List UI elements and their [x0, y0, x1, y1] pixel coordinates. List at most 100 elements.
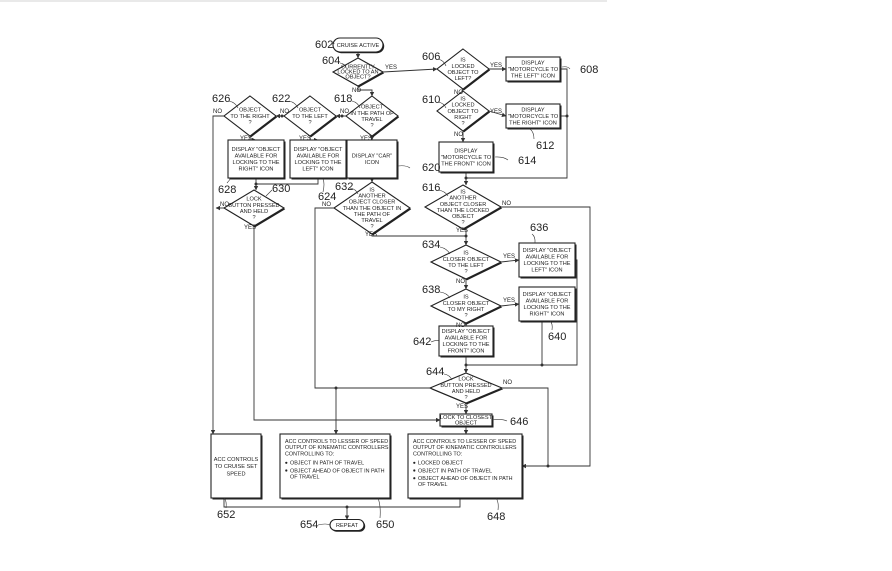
ref-numeral-606: 606 [422, 51, 440, 63]
edge-label-yes: YES [365, 232, 377, 238]
node-text-line: THE FRONT" ICON [441, 161, 491, 167]
ref-leader [397, 165, 411, 169]
ref-leader [339, 62, 347, 69]
node-text-line: THAN THE OBJECT IN [343, 206, 402, 212]
ref-leader [549, 320, 553, 331]
bullet-text: OBJECT IN PATH OF TRAVEL [418, 468, 492, 474]
ref-leader [351, 100, 361, 109]
node-text-line: TRAVEL [361, 117, 382, 123]
node-text-line: OBJECT TO [447, 109, 479, 115]
bullet-text: OBJECT AHEAD OF OBJECT IN PATH [418, 476, 513, 482]
node-text-line: IS [463, 251, 469, 257]
ref-leader [317, 523, 331, 526]
node-text-line: ? [464, 269, 467, 275]
connector [371, 234, 466, 237]
ref-numeral-622: 622 [272, 93, 290, 105]
node-text-line: LOCK TO CLOSEST [440, 415, 493, 421]
node-text-line: SPEED [227, 471, 246, 477]
terminal-pill [332, 37, 384, 53]
process-box [505, 56, 561, 82]
edge-label-no: NO [340, 109, 349, 115]
edge-label-no: NO [503, 380, 512, 386]
node-text-line: AVAILABLE FOR [526, 299, 569, 305]
decision-diamond [436, 90, 490, 132]
ref-numeral-624: 624 [318, 191, 336, 203]
node-text-line: OBJECT [299, 108, 322, 114]
ref-leader [322, 178, 325, 193]
connector [500, 302, 520, 307]
ref-leader [439, 291, 451, 299]
ref-numeral-602: 602 [315, 39, 333, 51]
edge-label-yes: YES [385, 65, 397, 71]
bullet-text: OF TRAVEL [290, 475, 319, 481]
node-text-line: OBJECT? [345, 75, 370, 81]
node-text-line: LOCKING TO THE [443, 342, 490, 348]
node-text-line: AVAILABLE FOR [235, 154, 278, 160]
junction-dot [334, 386, 338, 390]
ref-numeral-638: 638 [422, 284, 440, 296]
junction-dot [464, 363, 468, 367]
node-text-line: LEFT? [455, 76, 472, 82]
edge-label-yes: YES [360, 136, 372, 142]
node-text-line: BUTTON PRESSED [228, 203, 279, 209]
bullet-text: LOCKED OBJECT [418, 461, 464, 467]
node-text-line: REPEAT [336, 523, 359, 529]
node-text-line: DISPLAY "OBJECT [294, 147, 343, 153]
ref-numeral-650: 650 [376, 519, 394, 531]
node-text-line: RIGHT" ICON [239, 167, 274, 173]
node-text-line: DISPLAY "OBJECT [523, 248, 572, 254]
node-text-line: ? [370, 224, 373, 230]
node-text-line: AND HELD [452, 389, 480, 395]
edge-label-yes: YES [503, 254, 515, 260]
node-text-line: AND HELD [240, 209, 268, 215]
node-text-line: CLOSER OBJECT [443, 257, 490, 263]
junction-dot [464, 176, 468, 180]
decision-diamond [436, 48, 490, 90]
edge-label-yes: YES [503, 298, 515, 304]
ref-numeral-640: 640 [548, 331, 566, 343]
node-text-line: IS [369, 188, 375, 194]
edge-label-no: NO [280, 109, 289, 115]
ref-numeral-634: 634 [422, 239, 440, 251]
node-text-line: AVAILABLE FOR [445, 336, 488, 342]
ref-leader [430, 340, 440, 343]
node-text-line: "MOTORCYCLE TO [441, 155, 492, 161]
ref-numeral-628: 628 [218, 184, 236, 196]
ref-leader [330, 42, 335, 45]
decision-diamond [423, 184, 503, 230]
node-text-line: TO THE LEFT [292, 114, 328, 120]
connector-lines [210, 52, 591, 520]
edge-labels: YESNOYESNOYESNOYESNOYESNOYESNONOYESNOYES… [213, 63, 515, 410]
top-border-line [0, 0, 607, 2]
node-text-line: DISPLAY [521, 107, 544, 113]
connector [382, 66, 438, 73]
node-text-line: TO THE RIGHT [230, 114, 270, 120]
ref-leader [437, 189, 449, 197]
node-text-line: OBJECT CLOSER [349, 200, 396, 206]
node-text-line: ? [370, 123, 373, 129]
process-box [407, 433, 523, 499]
node-text-line: LOCK [246, 197, 262, 203]
ref-leader [377, 497, 381, 519]
node-text-line: TO MY RIGHT [448, 307, 485, 313]
edge-label-no: NO [213, 109, 222, 115]
edge-label-yes: YES [240, 136, 252, 142]
ref-leader [491, 419, 508, 422]
connector [314, 207, 430, 389]
process-box [518, 286, 576, 322]
ref-leader [349, 187, 359, 195]
node-text-line: ? [464, 395, 467, 401]
process-box [518, 242, 576, 278]
ref-numeral-642: 642 [413, 336, 431, 348]
